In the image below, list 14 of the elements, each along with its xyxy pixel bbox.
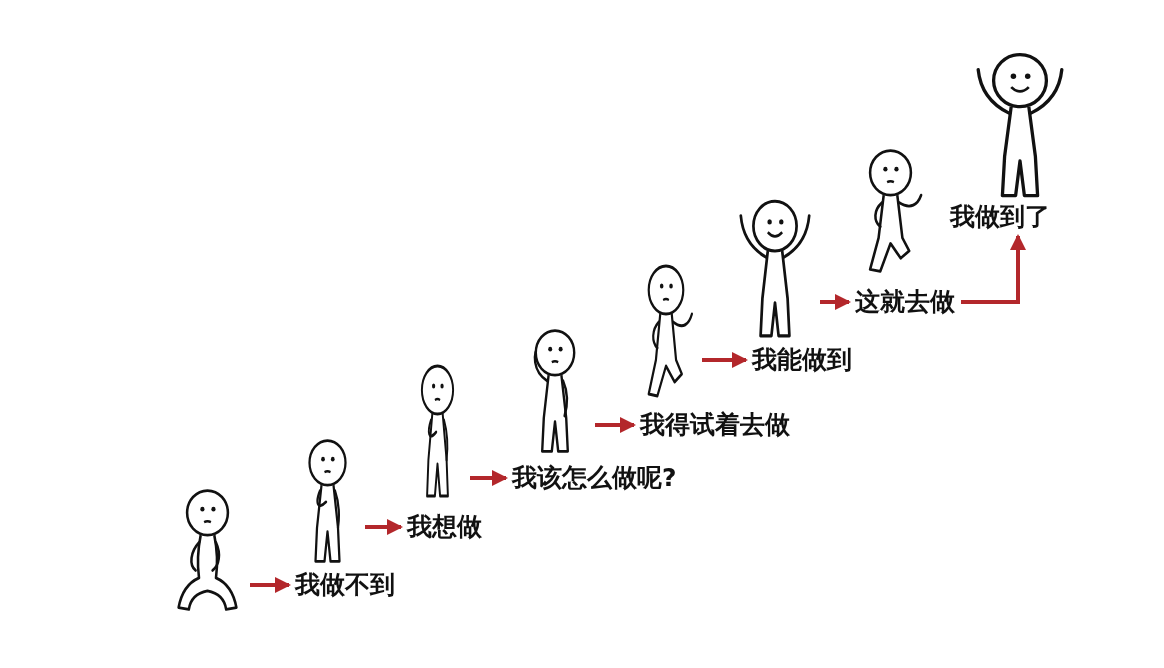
step-label: 我得试着去做 xyxy=(640,408,790,442)
step-label: 我做到了 xyxy=(950,200,1050,234)
arrow xyxy=(470,470,508,486)
arrow xyxy=(820,294,851,310)
step-label: 我想做 xyxy=(407,510,482,544)
step-label: 这就去做 xyxy=(855,285,955,319)
arrow xyxy=(250,577,291,593)
arrow xyxy=(365,519,403,535)
step-label: 我做不到 xyxy=(295,568,395,602)
arrow xyxy=(961,234,1026,304)
step-label: 我该怎么做呢? xyxy=(512,461,677,495)
arrow xyxy=(702,352,748,368)
step-label: 我能做到 xyxy=(752,343,852,377)
arrow xyxy=(595,417,636,433)
